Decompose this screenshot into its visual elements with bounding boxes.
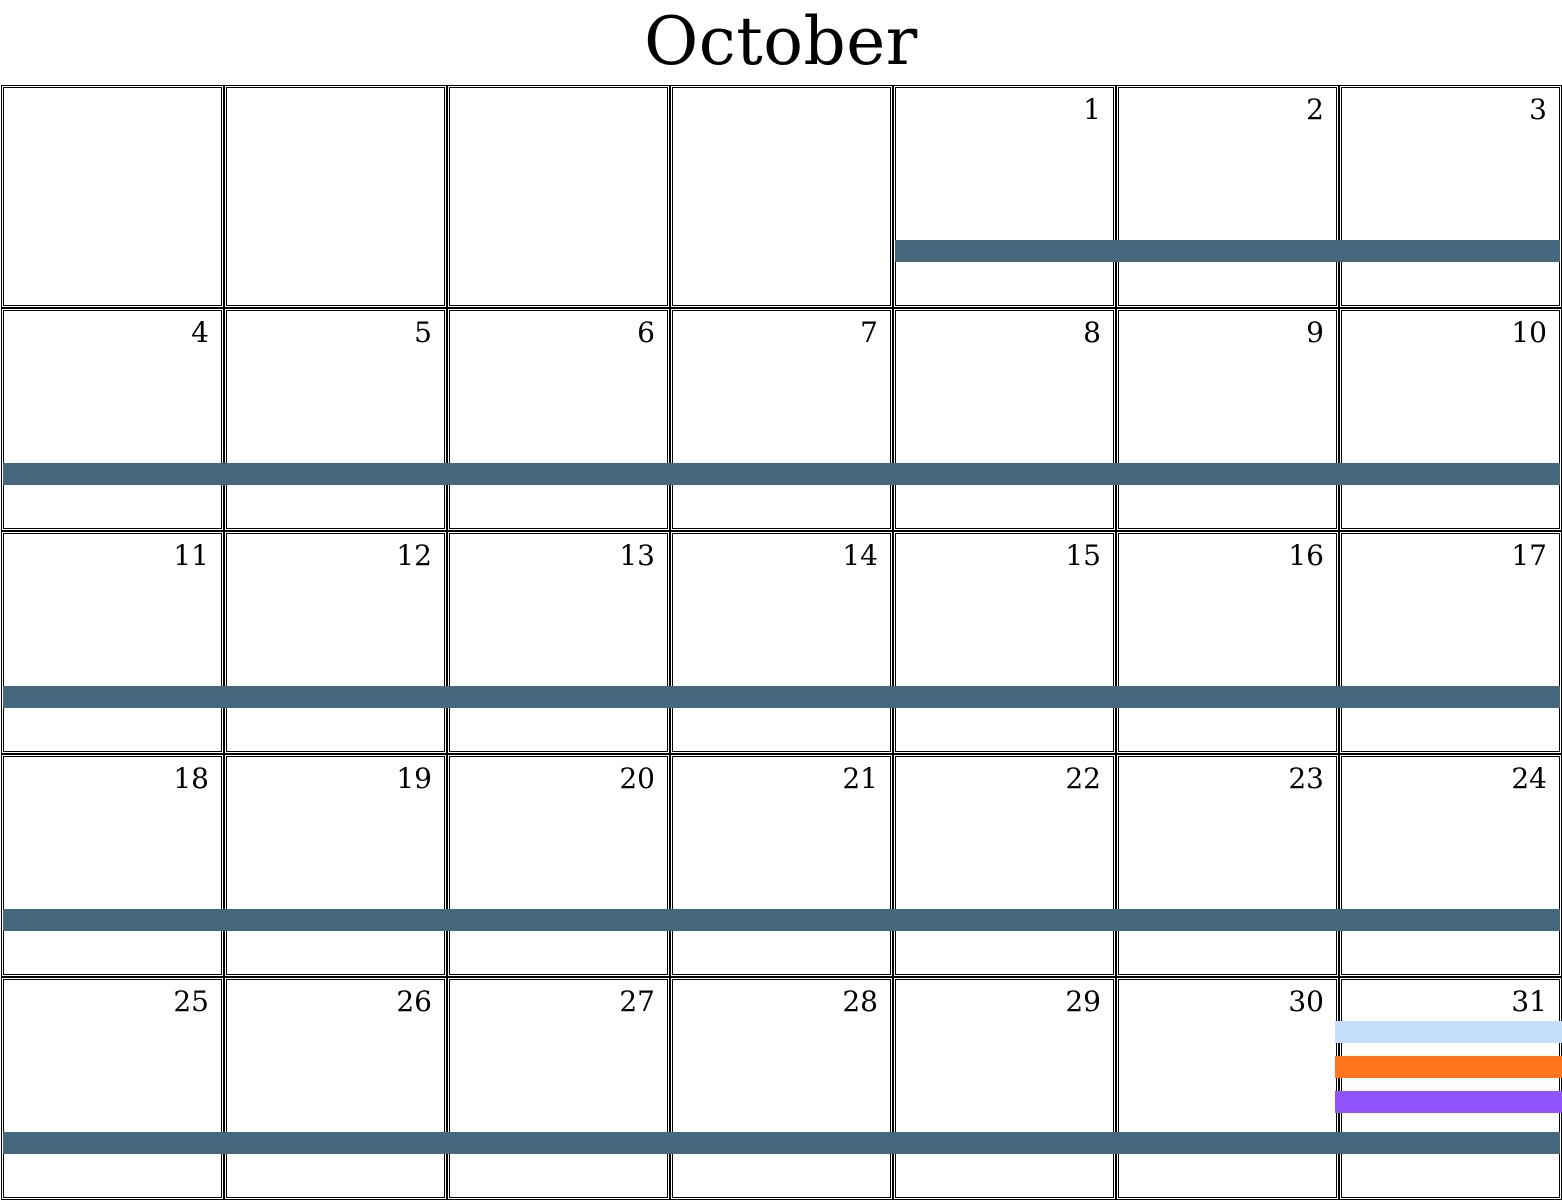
day-number: 17: [1511, 539, 1547, 572]
day-cell-10[interactable]: 10: [1339, 308, 1562, 531]
day-cell-21[interactable]: 21: [670, 754, 893, 977]
empty-day-cell: [224, 85, 447, 308]
day-number: 23: [1288, 762, 1324, 795]
day-number: 9: [1306, 316, 1324, 349]
day-cell-5[interactable]: 5: [224, 308, 447, 531]
day-cell-27[interactable]: 27: [447, 977, 670, 1200]
day-number: 14: [842, 539, 878, 572]
day-number: 24: [1511, 762, 1547, 795]
day-number: 12: [396, 539, 432, 572]
empty-day-cell: [1, 85, 224, 308]
day-cell-14[interactable]: 14: [670, 531, 893, 754]
event-bar-main-week-3[interactable]: [3, 686, 1560, 708]
day-number: 1: [1083, 93, 1101, 126]
day-number: 21: [842, 762, 878, 795]
event-bar-orange[interactable]: [1335, 1056, 1562, 1078]
day-cell-12[interactable]: 12: [224, 531, 447, 754]
day-cell-25[interactable]: 25: [1, 977, 224, 1200]
day-cell-2[interactable]: 2: [1116, 85, 1339, 308]
day-number: 3: [1529, 93, 1547, 126]
day-number: 31: [1511, 985, 1547, 1018]
event-bar-light-blue[interactable]: [1335, 1021, 1562, 1043]
day-number: 2: [1306, 93, 1324, 126]
day-cell-3[interactable]: 3: [1339, 85, 1562, 308]
day-number: 7: [860, 316, 878, 349]
day-number: 26: [396, 985, 432, 1018]
event-bar-main-week-2[interactable]: [3, 463, 1560, 485]
event-bar-purple[interactable]: [1335, 1091, 1562, 1113]
day-number: 18: [173, 762, 209, 795]
day-cell-1[interactable]: 1: [893, 85, 1116, 308]
day-number: 15: [1065, 539, 1101, 572]
day-number: 27: [619, 985, 655, 1018]
day-number: 13: [619, 539, 655, 572]
event-bar-main-week-4[interactable]: [3, 909, 1560, 931]
day-cell-7[interactable]: 7: [670, 308, 893, 531]
event-bar-main-week-1[interactable]: [895, 240, 1560, 262]
day-cell-30[interactable]: 30: [1116, 977, 1339, 1200]
day-cell-23[interactable]: 23: [1116, 754, 1339, 977]
day-cell-15[interactable]: 15: [893, 531, 1116, 754]
day-number: 10: [1511, 316, 1547, 349]
month-title: October: [644, 3, 918, 80]
day-number: 16: [1288, 539, 1324, 572]
day-number: 4: [191, 316, 209, 349]
day-number: 5: [414, 316, 432, 349]
day-cell-29[interactable]: 29: [893, 977, 1116, 1200]
day-cell-28[interactable]: 28: [670, 977, 893, 1200]
day-cell-26[interactable]: 26: [224, 977, 447, 1200]
day-cell-20[interactable]: 20: [447, 754, 670, 977]
day-cell-6[interactable]: 6: [447, 308, 670, 531]
day-cell-8[interactable]: 8: [893, 308, 1116, 531]
day-cell-16[interactable]: 16: [1116, 531, 1339, 754]
day-number: 22: [1065, 762, 1101, 795]
day-number: 8: [1083, 316, 1101, 349]
day-cell-17[interactable]: 17: [1339, 531, 1562, 754]
day-cell-24[interactable]: 24: [1339, 754, 1562, 977]
day-cell-9[interactable]: 9: [1116, 308, 1339, 531]
day-cell-18[interactable]: 18: [1, 754, 224, 977]
empty-day-cell: [447, 85, 670, 308]
empty-day-cell: [670, 85, 893, 308]
day-number: 6: [637, 316, 655, 349]
day-number: 30: [1288, 985, 1324, 1018]
day-cell-11[interactable]: 11: [1, 531, 224, 754]
day-cell-22[interactable]: 22: [893, 754, 1116, 977]
day-cell-4[interactable]: 4: [1, 308, 224, 531]
day-number: 11: [173, 539, 209, 572]
day-number: 25: [173, 985, 209, 1018]
day-cell-19[interactable]: 19: [224, 754, 447, 977]
day-number: 29: [1065, 985, 1101, 1018]
day-number: 20: [619, 762, 655, 795]
day-number: 28: [842, 985, 878, 1018]
day-cell-13[interactable]: 13: [447, 531, 670, 754]
day-number: 19: [396, 762, 432, 795]
event-bar-main-week-5[interactable]: [3, 1132, 1560, 1154]
day-cell-31[interactable]: 31: [1339, 977, 1562, 1200]
